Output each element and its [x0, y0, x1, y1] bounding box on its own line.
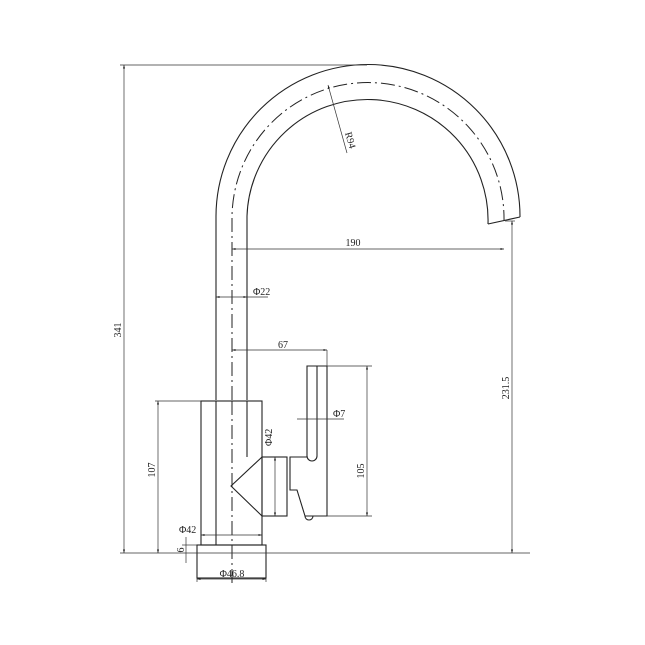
dim-phi7: Φ7 — [333, 409, 345, 420]
dim-67: 67 — [278, 340, 288, 351]
dim-6: 6 — [176, 548, 187, 553]
dim-190: 190 — [346, 238, 361, 249]
dim-r94: R94 — [342, 131, 357, 150]
dim-107: 107 — [147, 463, 158, 478]
dim-phi22: Φ22 — [253, 287, 270, 298]
dim-phi46-8: Φ46.8 — [220, 569, 245, 580]
extension-lines — [120, 64, 530, 582]
dim-phi42-body: Φ42 — [179, 525, 196, 536]
dim-phi42-side: Φ42 — [264, 429, 275, 446]
dimension-lines — [122, 65, 514, 581]
dim-341: 341 — [113, 323, 124, 338]
dim-231-5: 231.5 — [501, 377, 512, 400]
body — [196, 400, 267, 585]
spout — [215, 64, 521, 400]
dim-105: 105 — [356, 464, 367, 479]
